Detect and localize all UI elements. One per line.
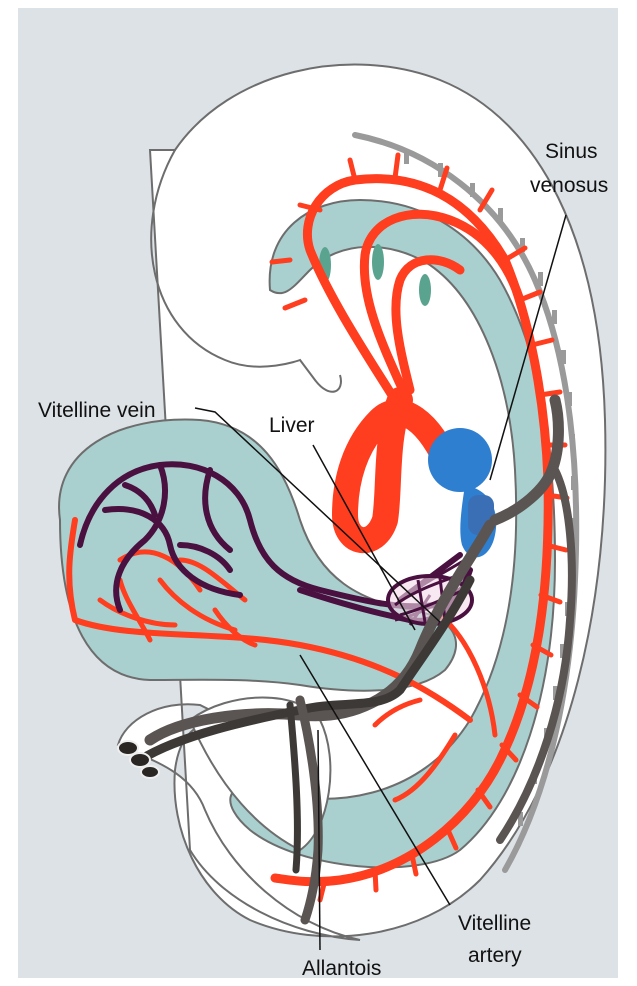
label-sinus-venosus-line1: Sinus	[545, 140, 598, 163]
label-liver: Liver	[269, 414, 315, 437]
label-vitelline-artery-line1: Vitelline	[458, 912, 531, 935]
label-vitelline-vein: Vitelline vein	[38, 399, 156, 422]
label-allantois: Allantois	[302, 957, 381, 980]
label-sinus-venosus-line2: venosus	[530, 174, 608, 197]
label-vitelline-artery-line2: artery	[468, 944, 522, 967]
